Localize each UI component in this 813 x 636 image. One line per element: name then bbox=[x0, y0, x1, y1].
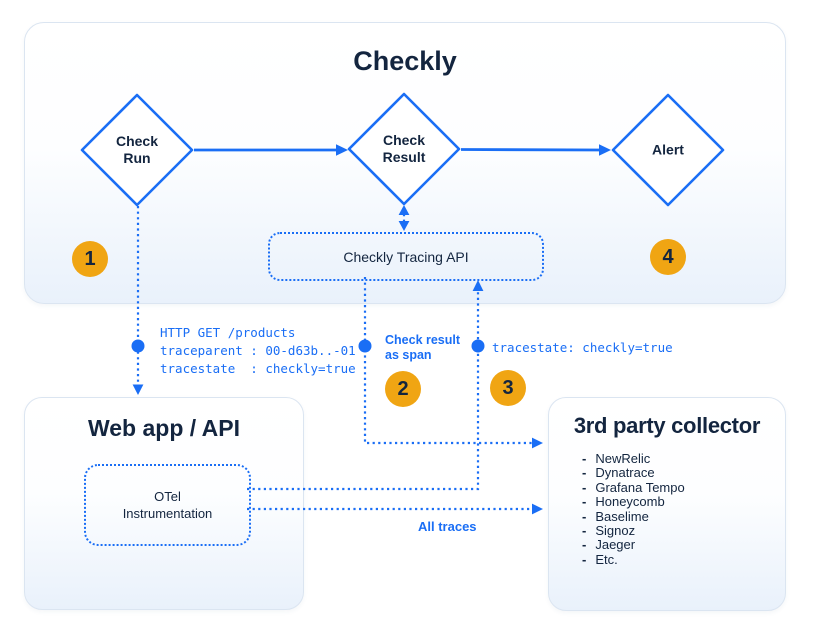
list-item: -NewRelic bbox=[582, 451, 685, 466]
list-item: -Etc. bbox=[582, 551, 685, 567]
step-badge-4: 4 bbox=[650, 239, 686, 275]
dash-bullet: - bbox=[582, 465, 587, 481]
list-item: -Honeycomb bbox=[582, 494, 685, 510]
checkly-panel-title: Checkly bbox=[353, 46, 457, 76]
list-item: -Jaeger bbox=[582, 537, 685, 553]
check-run-label: Check Run bbox=[115, 133, 159, 166]
web-app-panel: Web app / API bbox=[24, 397, 304, 610]
collector-item-label: Etc. bbox=[595, 551, 618, 567]
list-item: -Grafana Tempo bbox=[582, 479, 685, 495]
otel-label: OTel Instrumentation bbox=[122, 489, 213, 521]
waypoint-dot bbox=[358, 339, 372, 353]
tracestate-annotation: tracestate: checkly=true bbox=[492, 340, 673, 355]
check-result-span-annotation: Check result as span bbox=[385, 333, 461, 362]
http-request-annotation: HTTP GET /products traceparent : 00-d63b… bbox=[160, 324, 356, 378]
all-traces-annotation: All traces bbox=[418, 519, 477, 534]
list-item: -Dynatrace bbox=[582, 465, 685, 481]
collector-panel: 3rd party collector bbox=[548, 397, 786, 611]
arrowhead-right-icon bbox=[532, 503, 543, 515]
dash-bullet: - bbox=[582, 537, 587, 553]
collector-item-label: Dynatrace bbox=[595, 465, 655, 481]
annotation-line: traceparent : 00-d63b..-01 bbox=[160, 343, 356, 358]
list-item: -Baselime bbox=[582, 508, 685, 524]
dash-bullet: - bbox=[582, 523, 587, 539]
dash-bullet: - bbox=[582, 479, 587, 495]
collector-item-label: Grafana Tempo bbox=[595, 479, 685, 495]
step-badge-3: 3 bbox=[490, 370, 526, 406]
otel-instrumentation-box: OTel Instrumentation bbox=[84, 464, 251, 546]
dash-bullet: - bbox=[582, 451, 587, 466]
waypoint-dot bbox=[471, 339, 485, 353]
check-result-label: Check Result bbox=[382, 132, 426, 165]
web-app-panel-title: Web app / API bbox=[87, 415, 241, 441]
arrowhead-down-icon bbox=[132, 384, 144, 395]
dash-bullet: - bbox=[582, 551, 587, 567]
collector-item-label: NewRelic bbox=[595, 451, 651, 466]
annotation-line: HTTP GET /products bbox=[160, 325, 296, 340]
dash-bullet: - bbox=[582, 508, 587, 524]
step-badge-2: 2 bbox=[385, 371, 421, 407]
collector-item-label: Signoz bbox=[595, 523, 636, 539]
alert-label: Alert bbox=[652, 141, 684, 158]
arrowhead-right-icon bbox=[532, 437, 543, 449]
dash-bullet: - bbox=[582, 494, 587, 510]
collector-item-label: Honeycomb bbox=[595, 494, 665, 510]
list-item: -Signoz bbox=[582, 523, 685, 539]
tracing-api-box: Checkly Tracing API bbox=[268, 232, 544, 281]
waypoint-dot bbox=[131, 339, 145, 353]
collector-item-label: Jaeger bbox=[595, 537, 636, 553]
collector-panel-title: 3rd party collector bbox=[573, 413, 761, 438]
collector-item-label: Baselime bbox=[595, 508, 649, 524]
tracing-api-label: Checkly Tracing API bbox=[343, 248, 469, 265]
collector-list: -NewRelic -Dynatrace -Grafana Tempo -Hon… bbox=[582, 451, 685, 567]
annotation-line: tracestate : checkly=true bbox=[160, 361, 356, 376]
step-badge-1: 1 bbox=[72, 241, 108, 277]
